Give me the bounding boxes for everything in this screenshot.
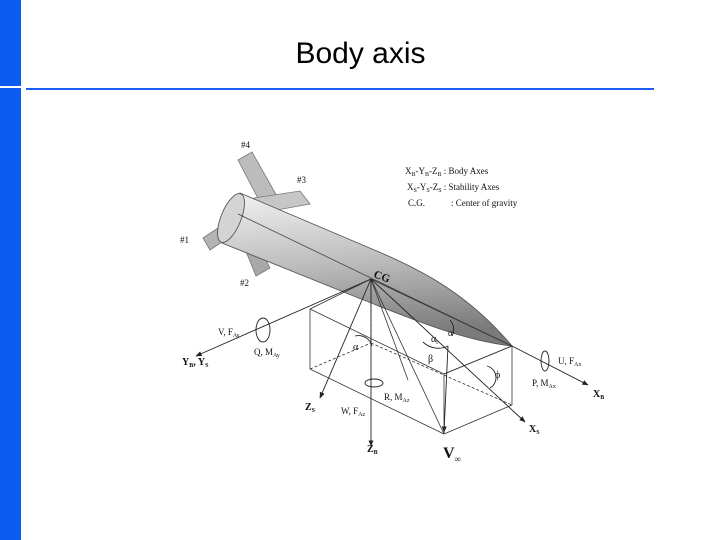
alpha-small-label: α bbox=[448, 328, 453, 338]
fin-label-3: #3 bbox=[297, 175, 307, 185]
v-fay-label: V, FAy bbox=[218, 327, 240, 339]
q-may-label: Q, MAy bbox=[254, 347, 280, 359]
yb-ys-label: YB, YS bbox=[182, 357, 209, 369]
rotation-ellipses bbox=[255, 317, 550, 389]
p-max-label: P, MAx bbox=[532, 378, 556, 390]
zb-label: ZB bbox=[367, 444, 378, 456]
r-maz-label: R, MAz bbox=[384, 392, 410, 404]
axis-lines bbox=[195, 278, 589, 447]
u-fax-label: U, FAx bbox=[558, 356, 581, 368]
legend-row-stability-axes: XS-YS-ZS : Stability Axes bbox=[407, 182, 500, 194]
slide-title: Body axis bbox=[295, 37, 426, 70]
legend-cg-desc: : Center of gravity bbox=[451, 198, 518, 208]
alpha-t-label: αt bbox=[431, 334, 438, 346]
axis-box bbox=[309, 278, 513, 435]
fin-label-4: #4 bbox=[241, 140, 251, 150]
zs-label: ZS bbox=[305, 402, 316, 414]
left-bar-divider bbox=[0, 86, 21, 88]
v-infinity-label: V∞ bbox=[443, 445, 461, 464]
rocket-body bbox=[217, 192, 514, 347]
cg-label: CG bbox=[372, 269, 392, 286]
legend-cg-abbr: C.G. bbox=[408, 198, 425, 208]
left-accent-bar bbox=[0, 0, 21, 540]
legend: XB-YB-ZB : Body Axes XS-YS-ZS : Stabilit… bbox=[405, 166, 518, 208]
fin-label-1: #1 bbox=[180, 235, 189, 245]
phi-label: ϕ bbox=[495, 370, 500, 381]
xs-label: XS bbox=[529, 424, 540, 436]
title-underline bbox=[26, 88, 654, 90]
alpha-label: α bbox=[353, 342, 359, 353]
w-faz-label: W, FAz bbox=[341, 406, 366, 418]
xb-label: XB bbox=[593, 389, 604, 401]
legend-row-body-axes: XB-YB-ZB : Body Axes bbox=[405, 166, 489, 178]
fin-label-2: #2 bbox=[240, 278, 249, 288]
beta-label: β bbox=[428, 354, 433, 365]
